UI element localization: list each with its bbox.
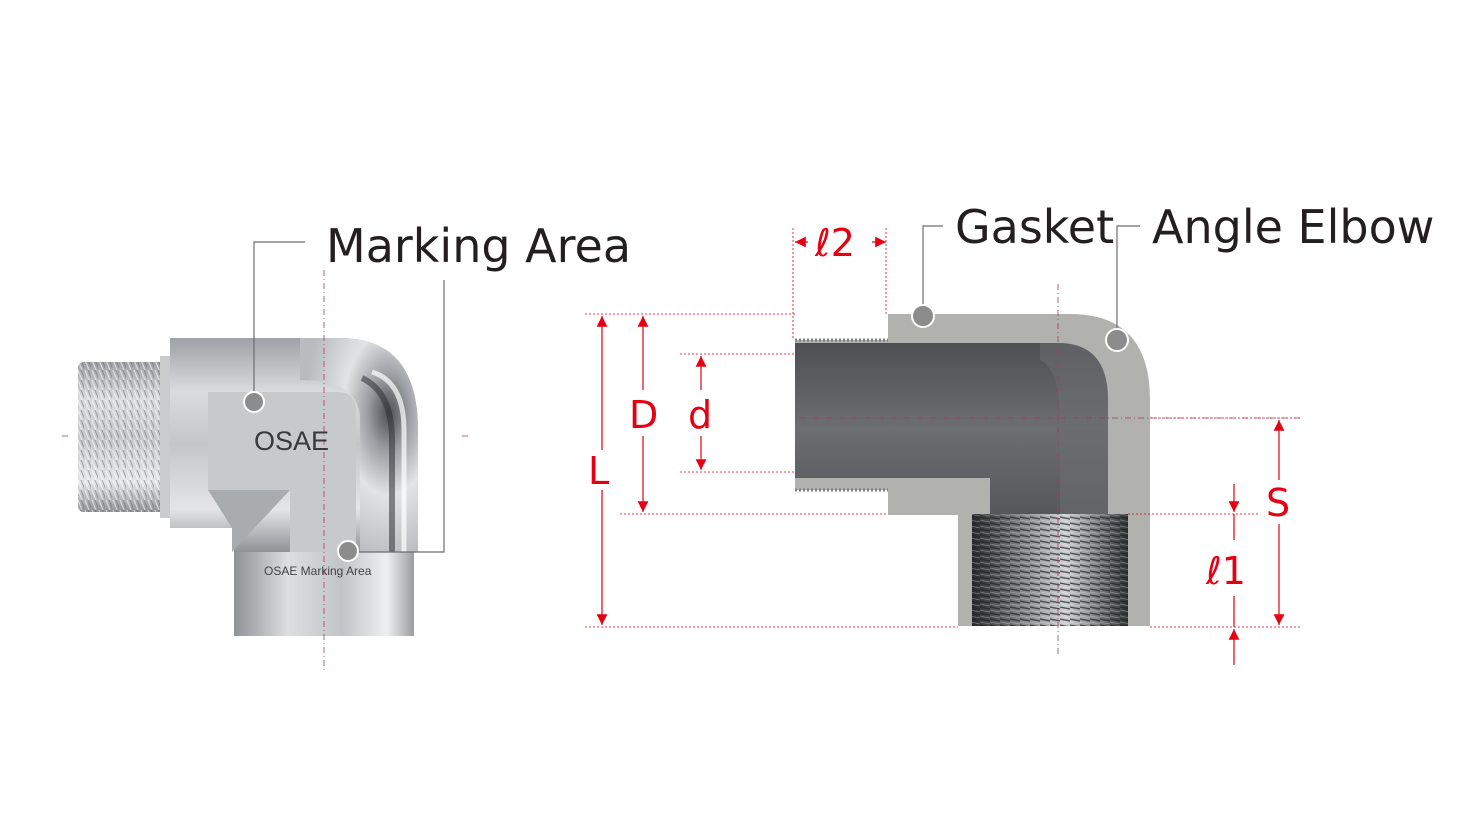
brand-mark: OSAE — [254, 426, 329, 456]
elbow-section-view: Gasket Angle Elbow — [795, 200, 1434, 656]
gasket-label: Gasket — [955, 200, 1114, 254]
dimensions: ℓ2 L D d S ℓ1 — [585, 221, 1300, 665]
angle-elbow-label: Angle Elbow — [1152, 200, 1434, 254]
gasket-dot — [911, 304, 935, 328]
marking-caption: OSAE Marking Area — [264, 564, 372, 578]
marking-area-label: Marking Area — [326, 219, 631, 273]
dim-d: d — [688, 393, 712, 437]
horizontal-bore — [795, 343, 1108, 514]
dim-L: L — [588, 449, 609, 493]
angle-elbow-dot — [1105, 328, 1129, 352]
marking-dot-bottom — [337, 540, 359, 562]
dim-D: D — [629, 393, 658, 437]
dim-l2: ℓ2 — [814, 221, 855, 265]
dim-S: S — [1266, 481, 1290, 525]
marking-dot-top — [243, 391, 265, 413]
dim-l1: ℓ1 — [1205, 549, 1246, 593]
marking-face — [208, 392, 356, 552]
elbow-3d-view: OSAE OSAE Marking Area Marking Area — [62, 219, 631, 672]
